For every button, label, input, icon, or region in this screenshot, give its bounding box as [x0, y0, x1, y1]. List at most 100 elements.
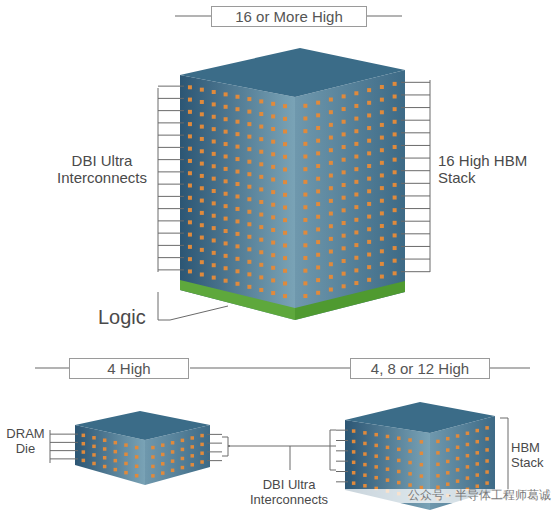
interconnect-dot — [151, 465, 155, 469]
interconnect-dot — [329, 136, 333, 140]
interconnect-dot — [374, 433, 378, 437]
interconnect-dot — [393, 158, 397, 162]
interconnect-dot — [171, 441, 175, 445]
interconnect-dot — [380, 123, 384, 127]
interconnect-dot — [247, 222, 251, 226]
interconnect-dot — [247, 160, 251, 164]
interconnect-dot — [354, 268, 358, 272]
interconnect-dot — [393, 145, 397, 149]
interconnect-dot — [367, 164, 371, 168]
interconnect-dot — [283, 281, 287, 285]
interconnect-dot — [271, 266, 275, 270]
node-text: 4 High — [80, 360, 178, 377]
interconnect-dot — [420, 452, 424, 456]
interconnect-dot — [456, 446, 460, 450]
interconnect-dot — [224, 105, 228, 109]
interconnect-dot — [354, 167, 358, 171]
dram-4-cube — [75, 411, 210, 485]
interconnect-dot — [247, 197, 251, 201]
interconnect-dot — [259, 238, 263, 242]
interconnect-dot — [171, 459, 175, 463]
interconnect-dot — [114, 459, 118, 463]
interconnect-dot — [316, 101, 320, 105]
interconnect-dot — [247, 185, 251, 189]
interconnect-dot — [271, 177, 275, 181]
interconnect-dot — [200, 223, 204, 227]
interconnect-dot — [259, 99, 263, 103]
interconnect-dot — [363, 442, 367, 446]
interconnect-dot — [191, 445, 195, 449]
interconnect-dot — [303, 231, 307, 235]
interconnect-dot — [380, 249, 384, 253]
interconnect-dot — [271, 140, 275, 144]
interconnect-dot — [342, 221, 346, 225]
interconnect-dot — [393, 170, 397, 174]
interconnect-dot — [329, 110, 333, 114]
interconnect-dot — [303, 104, 307, 108]
interconnect-dot — [259, 162, 263, 166]
interconnect-dot — [367, 227, 371, 231]
interconnect-dot — [92, 436, 96, 440]
interconnect-dot — [283, 256, 287, 260]
interconnect-dot — [247, 122, 251, 126]
interconnect-dot — [466, 465, 470, 469]
interconnect-dot — [224, 167, 228, 171]
interconnect-dot — [397, 448, 401, 452]
interconnect-dot — [303, 281, 307, 285]
interconnect-dot — [124, 453, 128, 457]
interconnect-dot — [342, 272, 346, 276]
interconnect-dot — [466, 476, 470, 480]
interconnect-dot — [354, 91, 358, 95]
interconnect-dot — [283, 117, 287, 121]
interconnect-dot — [329, 186, 333, 190]
watermark: 公众号 · 半导体工程师葛诚 — [335, 489, 551, 503]
interconnect-dot — [161, 462, 165, 466]
interconnect-dot — [329, 148, 333, 152]
node-text: 16 or More High — [222, 8, 356, 25]
interconnect-dot — [380, 98, 384, 102]
interconnect-dot — [380, 237, 384, 241]
interconnect-dot — [329, 224, 333, 228]
interconnect-dot — [329, 250, 333, 254]
interconnect-dot — [188, 269, 192, 273]
interconnect-dot — [236, 145, 240, 149]
interconnect-dot — [397, 481, 401, 485]
interconnect-dot — [271, 253, 275, 257]
interconnect-dot — [446, 448, 450, 452]
interconnect-dot — [408, 483, 412, 487]
interconnect-dot — [224, 130, 228, 134]
interconnect-dot — [393, 208, 397, 212]
interconnect-dot — [363, 431, 367, 435]
interconnect-dot — [188, 220, 192, 224]
interconnect-dot — [191, 463, 195, 467]
interconnect-dot — [200, 199, 204, 203]
interconnect-dot — [352, 471, 356, 475]
interconnect-dot — [367, 265, 371, 269]
interconnect-dot — [342, 107, 346, 111]
interconnect-dot — [354, 117, 358, 121]
interconnect-dot — [380, 173, 384, 177]
interconnect-dot — [92, 462, 96, 466]
interconnect-dot — [374, 444, 378, 448]
interconnect-dot — [303, 269, 307, 273]
interconnect-dot — [380, 224, 384, 228]
interconnect-dot — [316, 113, 320, 117]
interconnect-dot — [466, 443, 470, 447]
interconnect-dot — [342, 284, 346, 288]
interconnect-dot — [363, 484, 367, 488]
interconnect-dot — [236, 107, 240, 111]
interconnect-dot — [188, 147, 192, 151]
interconnect-dot — [393, 107, 397, 111]
interconnect-dot — [354, 230, 358, 234]
interconnect-dot — [92, 445, 96, 449]
interconnect-dot — [354, 142, 358, 146]
interconnect-dot — [342, 246, 346, 250]
interconnect-dot — [367, 202, 371, 206]
interconnect-dot — [236, 182, 240, 186]
interconnect-dot — [393, 271, 397, 275]
interconnect-dot — [466, 432, 470, 436]
interconnect-dot — [200, 174, 204, 178]
interconnect-dot — [224, 217, 228, 221]
height-box: 4 High — [69, 358, 189, 379]
interconnect-dot — [393, 246, 397, 250]
